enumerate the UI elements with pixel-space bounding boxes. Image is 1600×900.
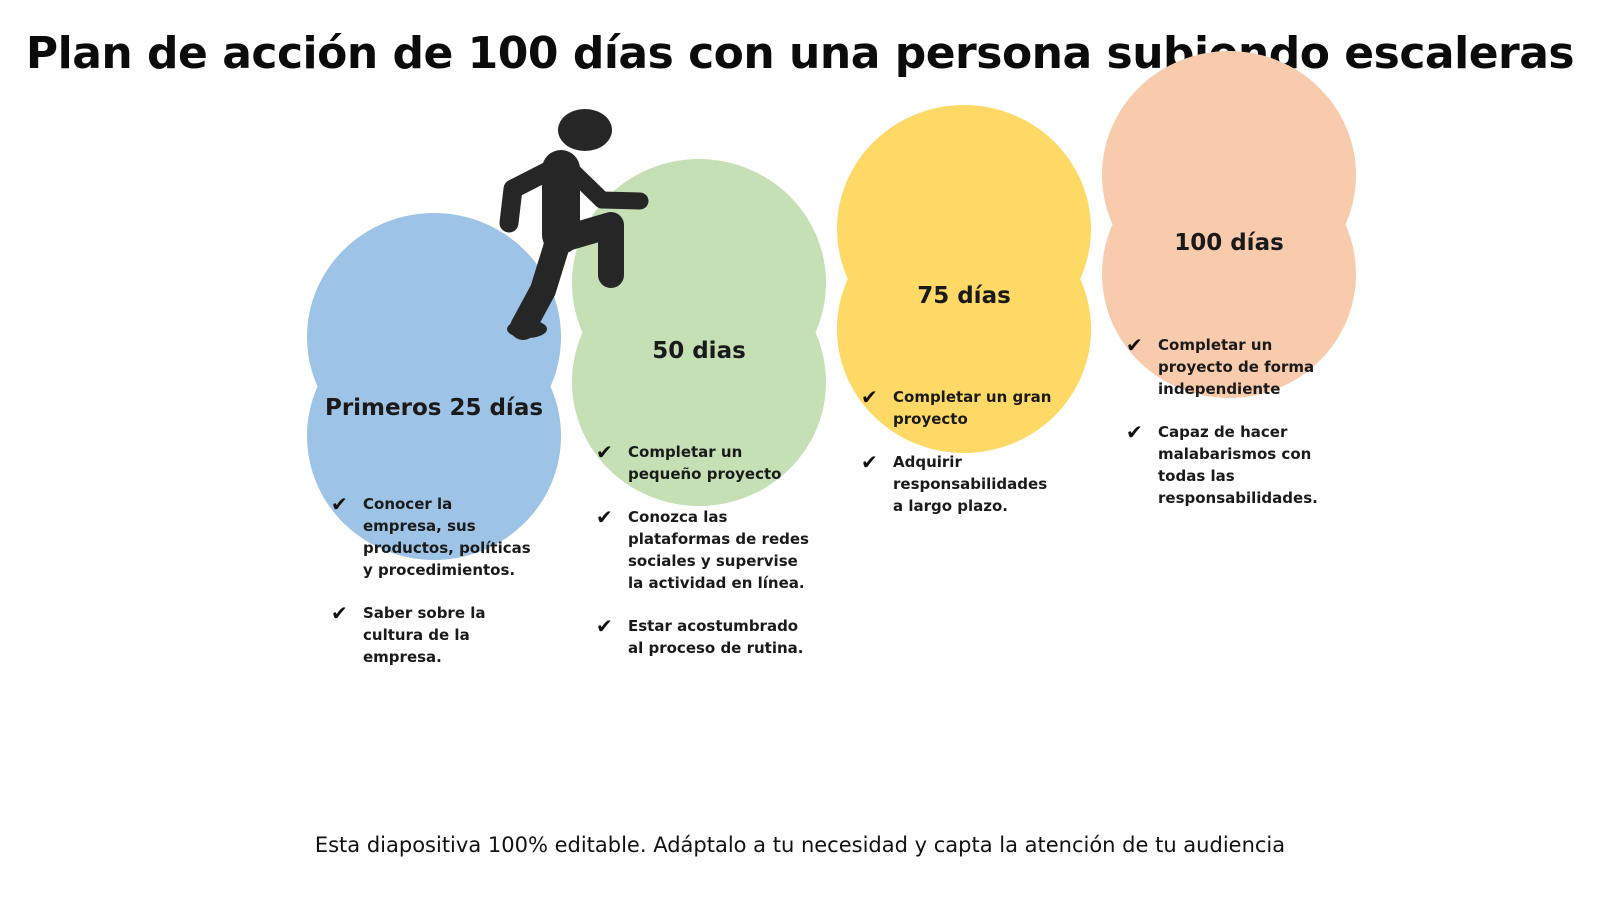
stage-2-list: ✔ Completar un pequeño proyecto ✔ Conozca … bbox=[596, 441, 816, 680]
list-item-text: Completar un pequeño proyecto bbox=[628, 443, 782, 483]
stage-3-title: 75 días bbox=[917, 283, 1011, 309]
stage-4-circle-bottom bbox=[1102, 150, 1356, 398]
stage-2-circle-bottom bbox=[572, 258, 826, 506]
list-item-text: Capaz de hacer malabarismos con todas la… bbox=[1158, 423, 1318, 507]
stage-4-list: ✔ Completar un proyecto de forma independ… bbox=[1126, 334, 1326, 530]
check-mark-icon: ✔ bbox=[331, 601, 348, 625]
slide-footer: Esta diapositiva 100% editable. Adáptalo… bbox=[314, 833, 1286, 857]
list-item-text: Conocer la empresa, sus productos, polít… bbox=[363, 495, 531, 579]
list-item-text: Completar un gran proyecto bbox=[893, 388, 1052, 428]
check-mark-icon: ✔ bbox=[1126, 333, 1143, 357]
list-item-text: Completar un proyecto de forma independi… bbox=[1158, 336, 1315, 398]
list-item: ✔ Conozca las plataformas de redes social… bbox=[596, 506, 816, 594]
check-mark-icon: ✔ bbox=[861, 450, 878, 474]
list-item: ✔ Capaz de hacer malabarismos con todas l… bbox=[1126, 421, 1326, 509]
check-mark-icon: ✔ bbox=[861, 385, 878, 409]
list-item: ✔ Estar acostumbrado al proceso de rutina… bbox=[596, 615, 816, 659]
list-item-text: Estar acostumbrado al proceso de rutina. bbox=[628, 617, 804, 657]
stage-2-title: 50 dias bbox=[652, 338, 746, 364]
stage-4-title: 100 días bbox=[1174, 230, 1284, 256]
person-climbing-stairs-icon bbox=[499, 109, 649, 340]
check-mark-icon: ✔ bbox=[596, 440, 613, 464]
check-mark-icon: ✔ bbox=[331, 492, 348, 516]
list-item-text: Conozca las plataformas de redes sociale… bbox=[628, 508, 809, 592]
check-mark-icon: ✔ bbox=[596, 505, 613, 529]
list-item: ✔ Completar un proyecto de forma independ… bbox=[1126, 334, 1326, 400]
slide-title: Plan de acción de 100 días con una perso… bbox=[25, 28, 1575, 79]
list-item: ✔ Adquirir responsabilidades a largo plaz… bbox=[861, 451, 1061, 517]
list-item: ✔ Completar un gran proyecto bbox=[861, 386, 1061, 430]
list-item-text: Adquirir responsabilidades a largo plazo… bbox=[893, 453, 1048, 515]
stage-1-title: Primeros 25 días bbox=[324, 395, 544, 421]
check-mark-icon: ✔ bbox=[596, 614, 613, 638]
stage-1-list: ✔ Conocer la empresa, sus productos, polí… bbox=[331, 493, 531, 689]
list-item: ✔ Completar un pequeño proyecto bbox=[596, 441, 816, 485]
stage-3-circle-bottom bbox=[837, 205, 1091, 453]
stage-1-circle-bottom bbox=[307, 312, 561, 560]
stage-3-list: ✔ Completar un gran proyecto ✔ Adquirir re… bbox=[861, 386, 1061, 538]
list-item: ✔ Saber sobre la cultura de la empresa. bbox=[331, 602, 531, 668]
list-item: ✔ Conocer la empresa, sus productos, polí… bbox=[331, 493, 531, 581]
check-mark-icon: ✔ bbox=[1126, 420, 1143, 444]
list-item-text: Saber sobre la cultura de la empresa. bbox=[363, 604, 486, 666]
